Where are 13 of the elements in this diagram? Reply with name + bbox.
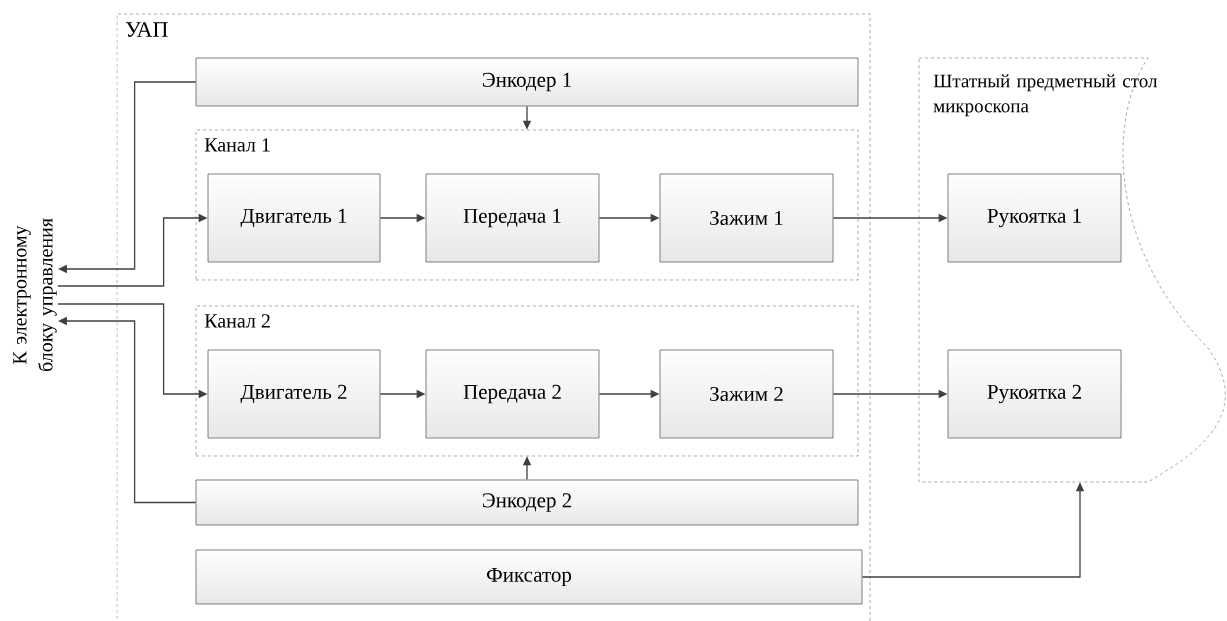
process-box: Передача 2 bbox=[425, 349, 600, 439]
process-box: Двигатель 1 bbox=[207, 173, 381, 263]
process-box: Энкодер 2 bbox=[195, 479, 859, 526]
process-box: Двигатель 2 bbox=[207, 349, 381, 439]
arrow bbox=[58, 81, 197, 274]
process-box: Передача 1 bbox=[425, 173, 600, 263]
process-box: Зажим 2 bbox=[659, 349, 834, 439]
process-box: Рукоятка 2 bbox=[947, 349, 1122, 439]
process-box: Рукоятка 1 bbox=[947, 173, 1122, 263]
rotated-label: К электронному блоку управления bbox=[13, 218, 57, 372]
process-box: Фиксатор bbox=[195, 549, 863, 605]
process-box: Энкодер 1 bbox=[195, 57, 859, 107]
process-box: Зажим 1 bbox=[659, 173, 834, 263]
